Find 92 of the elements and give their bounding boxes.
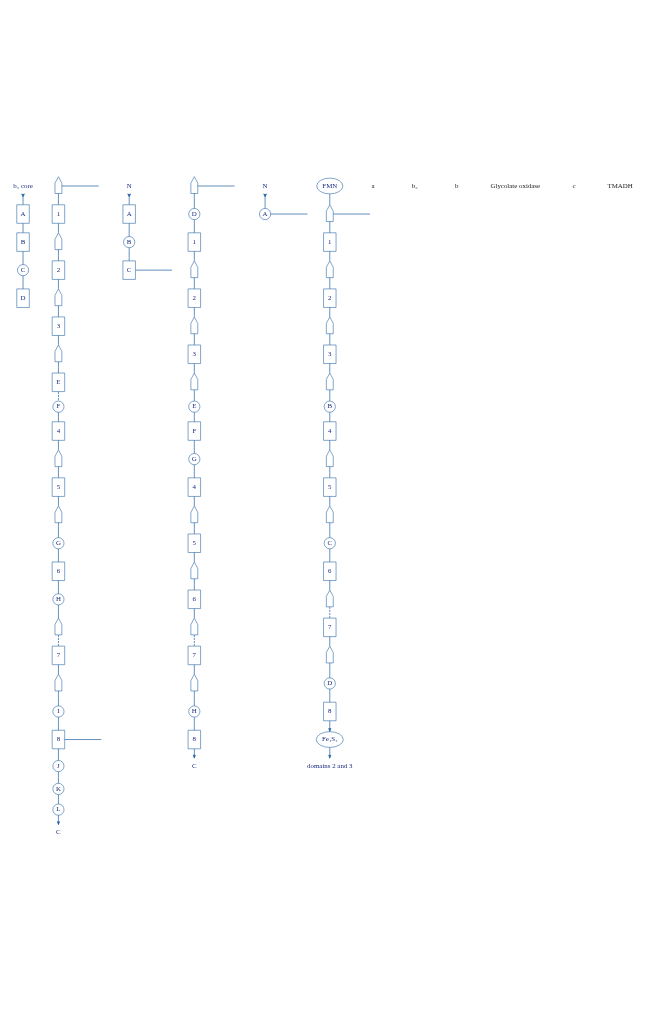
- connector: [329, 439, 331, 450]
- connector: [193, 690, 195, 706]
- connector: [193, 463, 195, 478]
- node-arrow: [190, 617, 199, 635]
- node-arrow: [54, 175, 63, 194]
- connector: [58, 278, 59, 289]
- connector: [58, 334, 59, 345]
- connector: [193, 192, 195, 209]
- connector: [193, 306, 195, 317]
- connector: [193, 411, 195, 422]
- connector: [58, 604, 59, 618]
- node-arrow: [326, 589, 334, 607]
- node-arrow: [54, 617, 63, 635]
- arrow: [328, 746, 332, 759]
- connector: [58, 192, 59, 205]
- connector: [193, 250, 195, 261]
- connector: [58, 495, 59, 506]
- node-arrow: [190, 175, 199, 194]
- connector: [329, 220, 331, 233]
- node-arrow: [326, 449, 334, 467]
- connector: [58, 521, 59, 538]
- node-arrow: [190, 505, 199, 523]
- connector: [58, 793, 59, 804]
- connector: [329, 606, 331, 618]
- node-arrow: [326, 645, 334, 663]
- connector: [58, 716, 59, 731]
- connector: [58, 390, 59, 401]
- connector: [127, 193, 131, 205]
- connector: [329, 465, 331, 478]
- connector: [64, 738, 102, 740]
- connector: [329, 362, 331, 373]
- connector: [263, 193, 267, 209]
- arrow: [192, 748, 196, 758]
- node-arrow: [190, 316, 199, 334]
- connector: [58, 579, 59, 594]
- node-arrow: [54, 344, 63, 362]
- connector: [58, 222, 59, 233]
- connector: [58, 663, 59, 674]
- node-arrow: [190, 561, 199, 579]
- connector: [135, 269, 173, 270]
- node-arrow: [326, 316, 334, 334]
- connector: [329, 411, 331, 422]
- connector: [58, 304, 59, 317]
- connector: [193, 716, 195, 731]
- node-arrow: [190, 260, 199, 278]
- connector: [329, 521, 331, 538]
- node-arrow: [326, 260, 334, 278]
- connector: [193, 578, 195, 590]
- connector: [193, 439, 195, 454]
- node-arrow: [54, 288, 63, 306]
- connector: [329, 495, 331, 506]
- connector: [58, 411, 59, 422]
- connector: [193, 495, 195, 506]
- node-arrow: [54, 449, 63, 467]
- connector: [193, 634, 195, 646]
- connector: [193, 607, 195, 618]
- node-arrow: [326, 204, 334, 222]
- connector: [329, 276, 331, 289]
- connector: [329, 662, 331, 678]
- arrow: [328, 719, 332, 732]
- connector: [193, 218, 195, 233]
- connector: [193, 276, 195, 289]
- connector: [329, 579, 331, 590]
- connector: [58, 439, 59, 450]
- connector: [193, 521, 195, 534]
- connector: [58, 770, 59, 783]
- connector: [128, 246, 130, 261]
- connector: [193, 389, 195, 401]
- node-arrow: [54, 505, 63, 523]
- connector: [58, 248, 59, 261]
- connector: [193, 362, 195, 373]
- connector: [58, 548, 59, 562]
- connector: [58, 690, 59, 706]
- node-arrow: [54, 673, 63, 691]
- connector: [193, 332, 195, 345]
- connector: [329, 306, 331, 317]
- node-arrow: [326, 372, 334, 390]
- node-arrow: [326, 505, 334, 523]
- connector: [58, 361, 59, 373]
- connector: [128, 222, 130, 237]
- connector: [193, 551, 195, 562]
- connector: [58, 634, 59, 646]
- connector: [58, 465, 59, 478]
- connector: [329, 548, 331, 562]
- connector: [21, 193, 25, 205]
- connector: [58, 748, 59, 761]
- node-arrow: [190, 673, 199, 691]
- node-arrow: [54, 232, 63, 250]
- connector: [193, 663, 195, 674]
- arrow: [57, 814, 60, 825]
- node-arrow: [190, 372, 199, 390]
- connector: [329, 250, 331, 261]
